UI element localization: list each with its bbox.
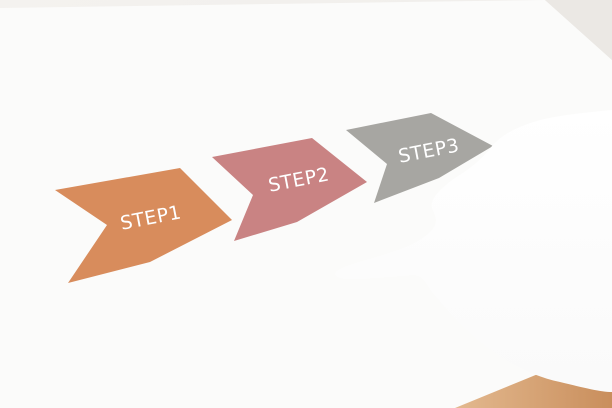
- step1-arrow: [55, 168, 232, 283]
- paper-shadow: [545, 0, 612, 60]
- step2-arrow: [212, 138, 367, 241]
- hand-silhouette: [335, 110, 612, 392]
- step3-arrow: [346, 113, 493, 203]
